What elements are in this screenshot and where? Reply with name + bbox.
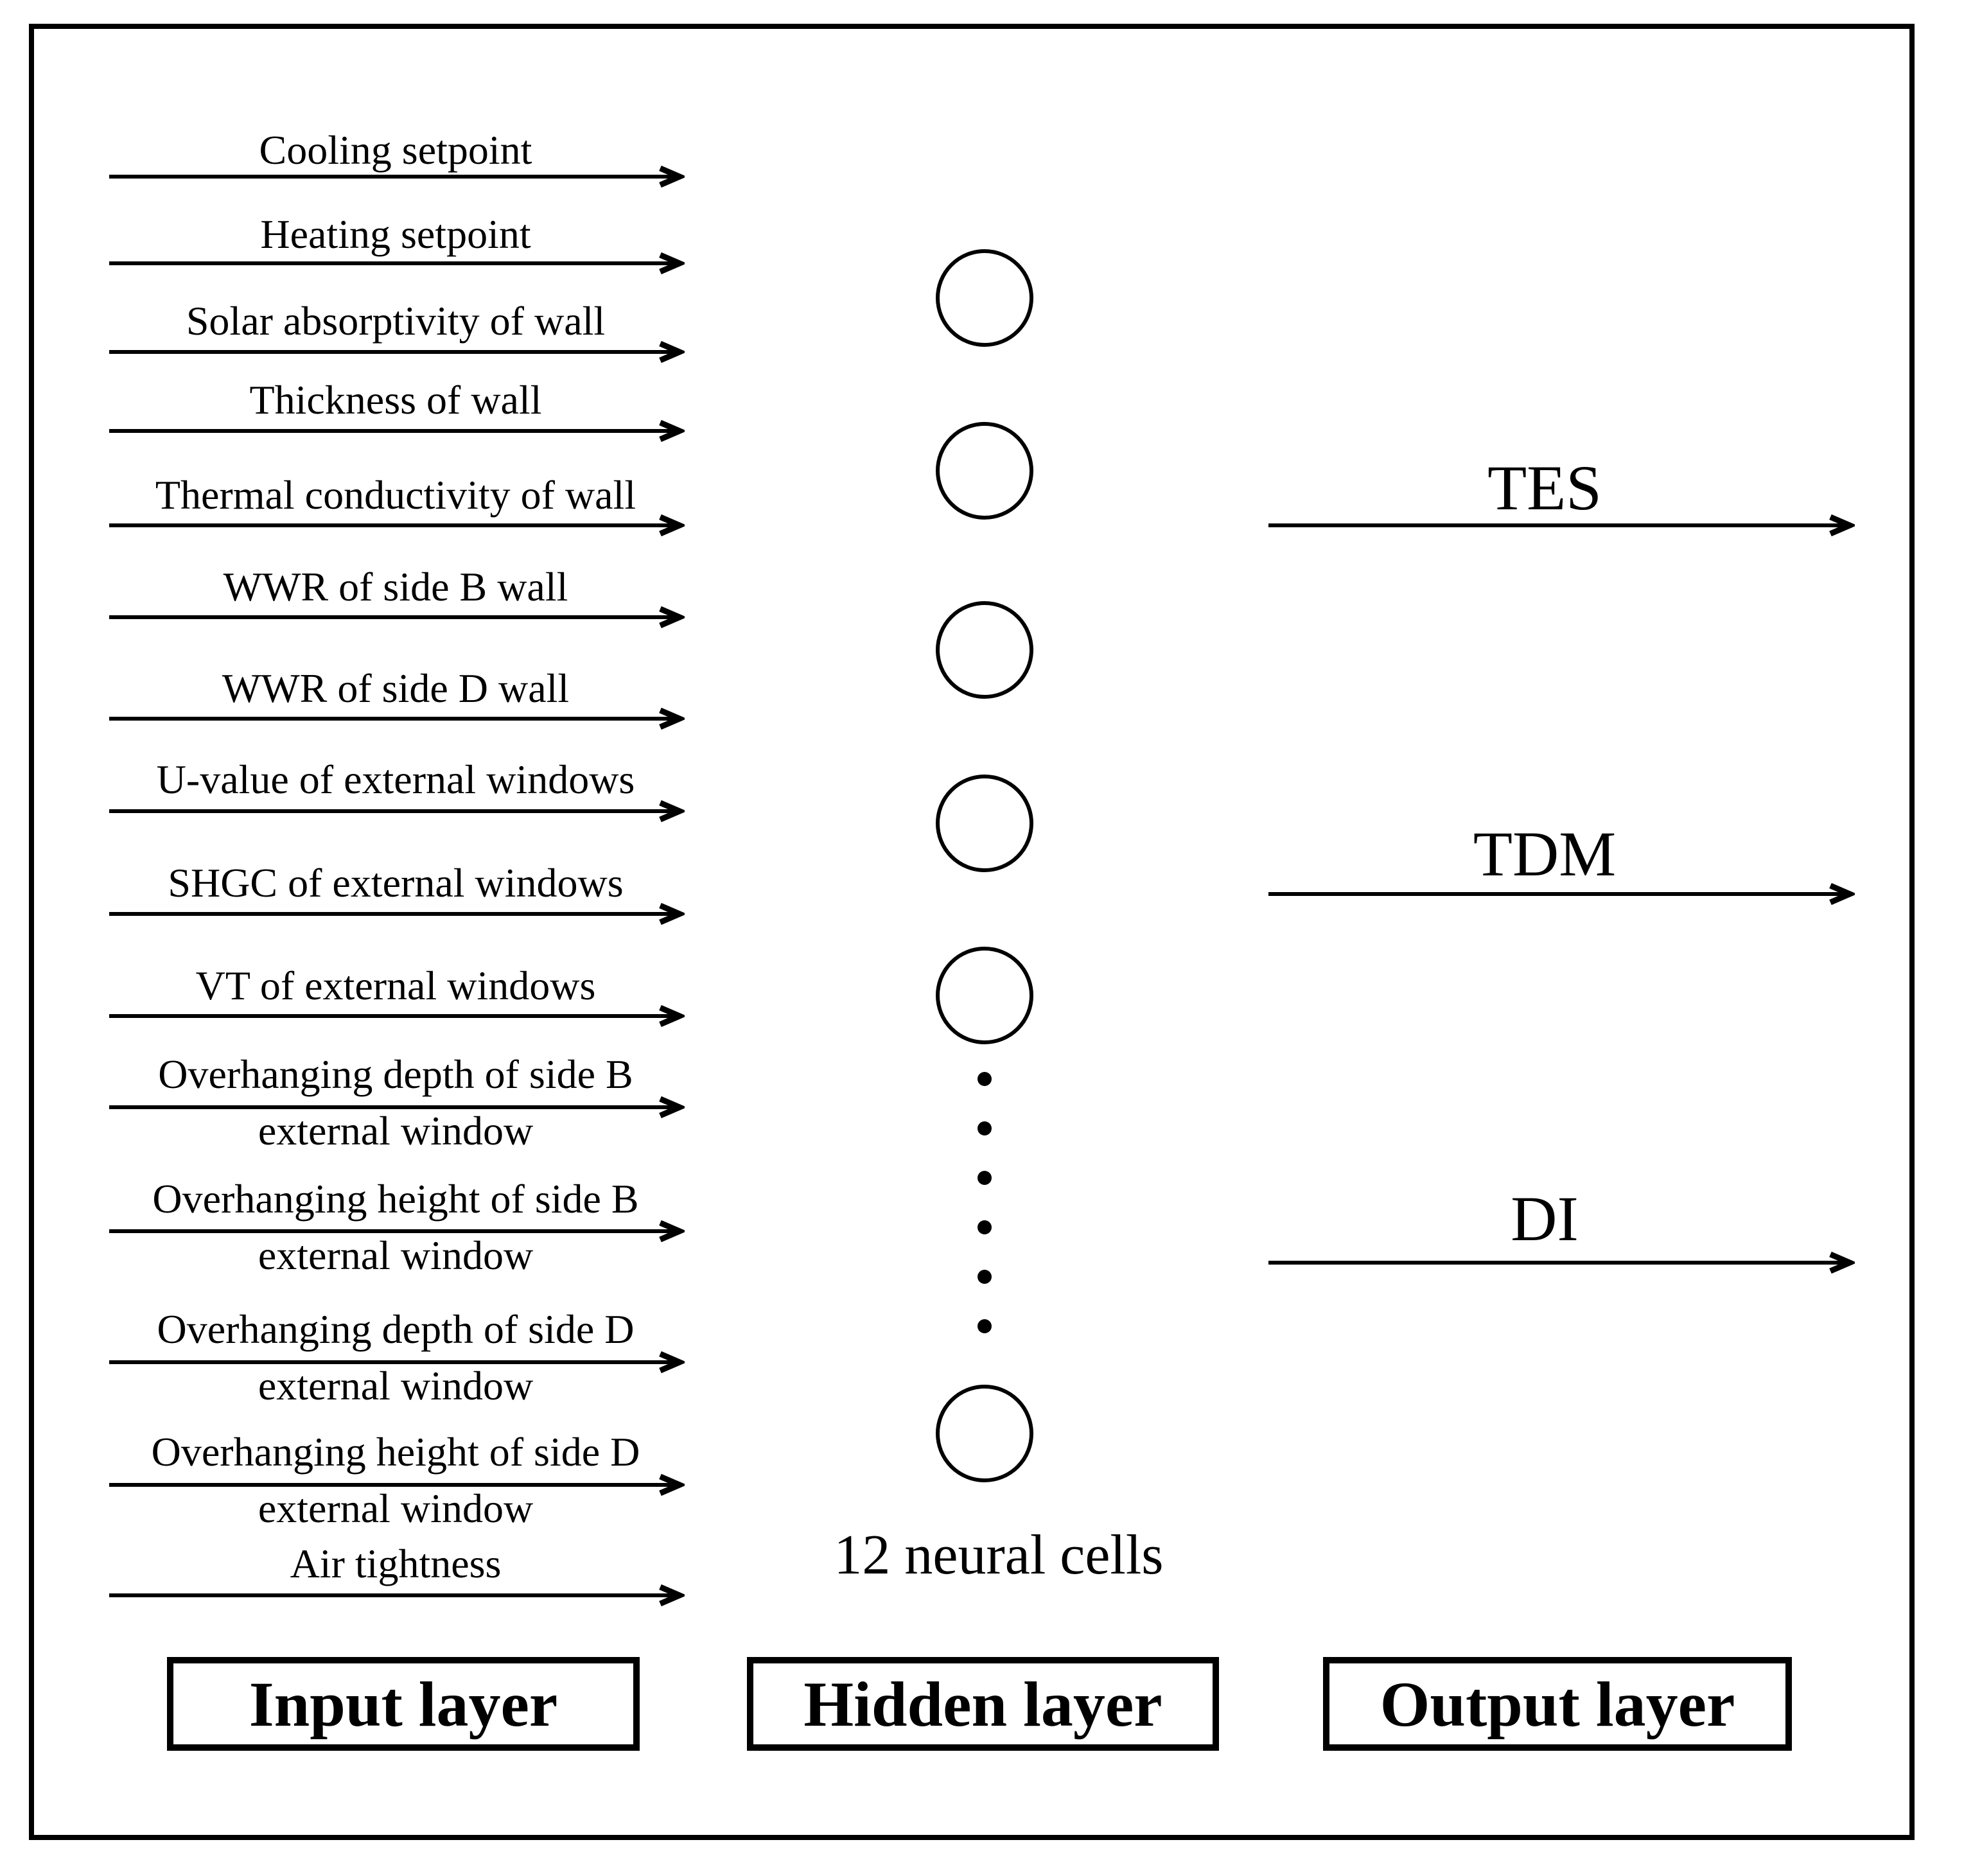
input-layer-box-label: Input layer [249,1668,558,1740]
input-label: SHGC of external windows [168,860,624,906]
input-label-line2: external window [258,1363,534,1408]
diagram-border-frame [29,24,1915,1840]
ellipsis-dot [978,1171,992,1185]
input-label: Solar absorptivity of wall [186,298,606,344]
hidden-layer-note: 12 neural cells [834,1524,1164,1586]
neuron-circle [936,1385,1033,1482]
input-label: Overhanging depth of side D [157,1306,635,1352]
ellipsis-dot [978,1220,992,1234]
neuron-circle [936,422,1033,520]
input-label: Overhanging height of side D [151,1429,640,1475]
input-label: Overhanging height of side B [152,1176,639,1222]
input-label: WWR of side B wall [223,564,568,609]
hidden-layer-box-label: Hidden layer [803,1668,1162,1740]
output-layer-box: Output layer [1323,1657,1792,1751]
neuron-circle [936,775,1033,872]
input-label: U-value of external windows [156,757,635,802]
output-label: TES [1487,452,1602,523]
input-label: Cooling setpoint [259,127,532,173]
input-label: Thermal conductivity of wall [155,472,636,518]
neuron-circle [936,601,1033,699]
input-label: VT of external windows [195,963,596,1008]
input-label: WWR of side D wall [222,665,570,711]
output-layer-box-label: Output layer [1380,1668,1735,1740]
output-label: DI [1511,1183,1579,1254]
ellipsis-dot [978,1072,992,1086]
neuron-circle [936,947,1033,1044]
input-label: Overhanging depth of side B [158,1051,633,1097]
ellipsis-dot [978,1270,992,1284]
hidden-layer-box: Hidden layer [747,1657,1219,1751]
output-label: TDM [1473,818,1617,890]
input-layer-box: Input layer [167,1657,640,1751]
input-label-line2: external window [258,1108,534,1153]
input-label-line2: external window [258,1486,534,1531]
ellipsis-dot [978,1319,992,1333]
ellipsis-dot [978,1121,992,1135]
input-label: Heating setpoint [260,211,531,257]
neuron-circle [936,249,1033,347]
input-label-line2: external window [258,1232,534,1278]
input-label: Thickness of wall [249,377,542,423]
input-label: Air tightness [290,1541,502,1586]
